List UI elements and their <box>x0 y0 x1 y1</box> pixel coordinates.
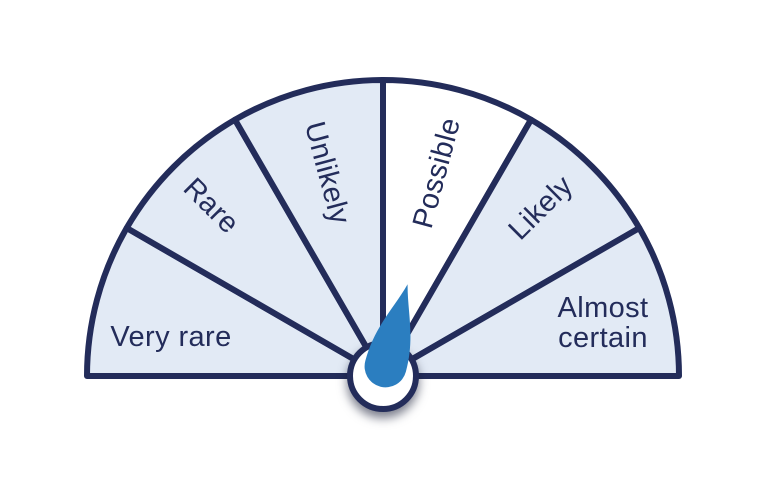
segment-label-almost-certain-line1: Almost <box>557 292 648 324</box>
gauge-segments <box>84 77 682 379</box>
segment-almost-certain <box>380 225 682 379</box>
segment-unlikely <box>232 77 386 379</box>
segment-possible <box>380 77 534 379</box>
needle <box>364 284 411 388</box>
segment-very-rare <box>84 225 386 379</box>
needle-group <box>364 284 411 388</box>
segment-label-very-rare: Very rare <box>110 321 231 353</box>
segment-rare <box>123 116 386 379</box>
segment-likely <box>380 116 643 379</box>
segment-label-almost-certain-line2: certain <box>558 322 648 354</box>
